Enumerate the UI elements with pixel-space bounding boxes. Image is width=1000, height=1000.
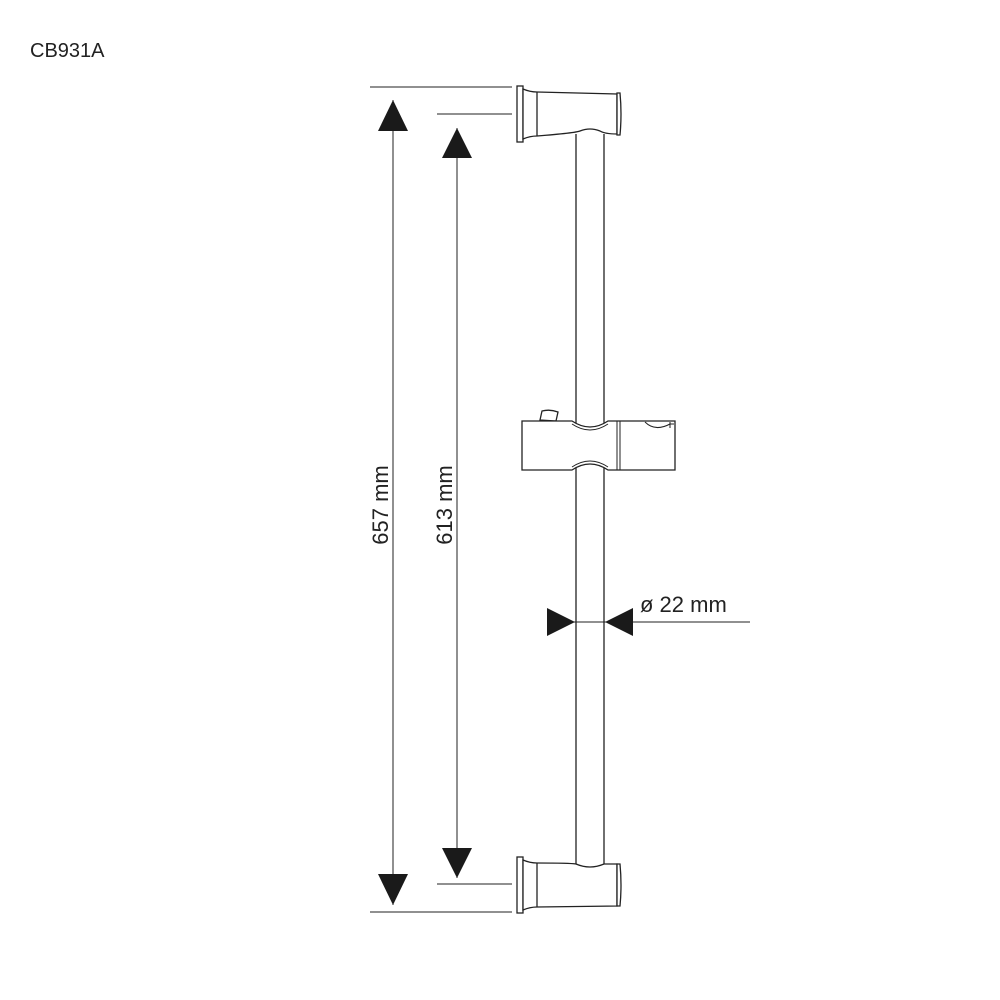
rail-rod [575, 134, 605, 866]
product-code: CB931A [30, 40, 105, 62]
arrow-right-icon [547, 608, 575, 636]
bracket-spacing-dimension: 613 mm [432, 113, 512, 885]
bottom-wall-bracket [516, 856, 622, 914]
arrow-left-icon [605, 608, 633, 636]
arrow-up-icon [442, 128, 472, 158]
bracket-spacing-label: 613 mm [432, 465, 457, 544]
rod-diameter-dimension: ø 22 mm [547, 592, 750, 636]
top-wall-bracket [516, 85, 622, 143]
sliding-holder [521, 409, 676, 471]
arrow-down-icon [378, 874, 408, 905]
overall-length-dimension: 657 mm [368, 86, 512, 913]
overall-length-label: 657 mm [368, 465, 393, 544]
rod-diameter-label: ø 22 mm [640, 592, 727, 617]
arrow-down-icon [442, 848, 472, 878]
arrow-up-icon [378, 100, 408, 131]
